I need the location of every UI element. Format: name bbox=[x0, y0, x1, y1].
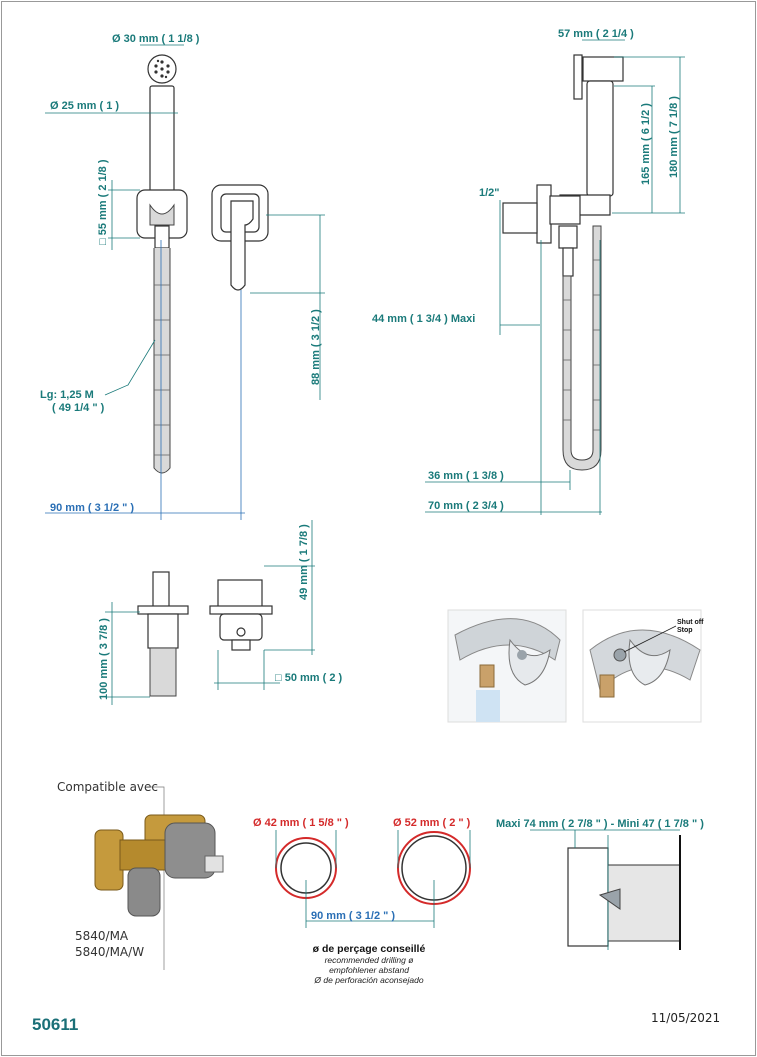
dim-spacing-90: 90 mm ( 3 1/2 " ) bbox=[50, 502, 134, 514]
compatible-model-1: 5840/MA bbox=[75, 929, 129, 943]
dim-bracket-height: 88 mm ( 3 1/2 ) bbox=[310, 309, 322, 385]
dim-depth-44: 44 mm ( 1 3/4 ) Maxi bbox=[372, 313, 475, 325]
bracket-side-view bbox=[211, 184, 269, 520]
document-date: 11/05/2021 bbox=[651, 1011, 720, 1025]
dim-drill-spacing: 90 mm ( 3 1/2 " ) bbox=[311, 910, 395, 922]
dim-valve-49: 49 mm ( 1 7/8 ) bbox=[298, 524, 310, 600]
dim-valve-100: 100 mm ( 3 7/8 ) bbox=[98, 618, 110, 700]
dimension-lines-valve bbox=[105, 520, 315, 705]
dim-thread: 1/2" bbox=[479, 187, 500, 199]
label-stop: Stop bbox=[677, 627, 693, 634]
dim-hose-length: Lg: 1,25 M bbox=[40, 389, 94, 401]
drilling-es: Ø de perforación aconsejado bbox=[313, 975, 423, 985]
dim-drill-42: Ø 42 mm ( 1 5/8 " ) bbox=[253, 817, 349, 829]
product-reference: 50611 bbox=[32, 1015, 78, 1034]
drilling-title: ø de perçage conseillé bbox=[313, 943, 426, 955]
dimension-lines-right bbox=[425, 39, 685, 513]
side-view-installed bbox=[502, 54, 624, 515]
dimension-lines-left bbox=[45, 44, 325, 514]
label-shut-off: Shut off bbox=[677, 619, 704, 626]
dim-height-165: 165 mm ( 6 1/2 ) bbox=[640, 103, 652, 185]
dim-height-180: 180 mm ( 7 1/8 ) bbox=[668, 96, 680, 178]
dim-hose-length-inch: ( 49 1/4 " ) bbox=[52, 402, 105, 414]
dim-wall-depth: Maxi 74 mm ( 2 7/8 " ) - Mini 47 ( 1 7/8… bbox=[496, 818, 704, 830]
dim-depth-70: 70 mm ( 2 3/4 ) bbox=[428, 500, 504, 512]
dim-drill-52: Ø 52 mm ( 2 " ) bbox=[393, 817, 471, 829]
wall-depth-section bbox=[530, 829, 681, 950]
valve-side-view bbox=[137, 571, 189, 697]
drilling-en: recommended drilling ø bbox=[325, 955, 414, 965]
hand-shower-front-view bbox=[136, 54, 188, 520]
compatible-box bbox=[94, 786, 224, 970]
photo-bracket-2 bbox=[582, 609, 702, 723]
drilling-de: empfohlener abstand bbox=[329, 965, 409, 975]
dim-depth-36: 36 mm ( 1 3/8 ) bbox=[428, 470, 504, 482]
valve-front-view bbox=[209, 579, 273, 651]
dim-head-diameter: Ø 30 mm ( 1 1/8 ) bbox=[112, 33, 200, 45]
photo-bracket-1 bbox=[447, 609, 567, 723]
dim-width-57: 57 mm ( 2 1/4 ) bbox=[558, 28, 634, 40]
dim-handle-diameter: Ø 25 mm ( 1 ) bbox=[50, 100, 119, 112]
drilling-circles bbox=[275, 830, 471, 928]
compatible-title: Compatible avec bbox=[57, 780, 158, 794]
dim-bracket-square: □ 55 mm ( 2 1/8 ) bbox=[97, 159, 109, 245]
compatible-model-2: 5840/MA/W bbox=[75, 945, 144, 959]
dim-valve-square: □ 50 mm ( 2 ) bbox=[275, 672, 343, 684]
